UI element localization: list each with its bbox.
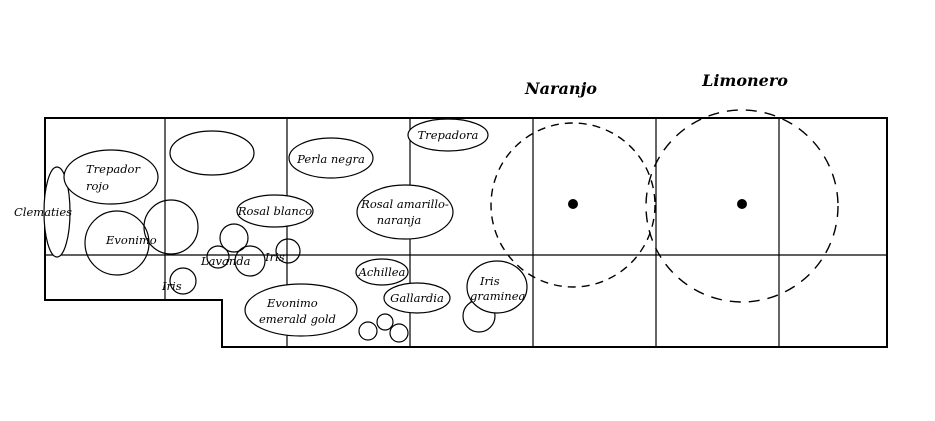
iris-graminea-label-line2: graminea xyxy=(470,289,526,303)
achillea-label: Achillea xyxy=(358,265,406,279)
labels: Naranjo Limonero Clematies Trepador rojo… xyxy=(14,71,788,326)
iris-center-circle xyxy=(275,238,301,264)
rosal-amarillo-naranja-label-line1: Rosal amarillo- xyxy=(360,197,449,211)
iris-west-label: Iris xyxy=(161,279,182,293)
small-circle-3 xyxy=(389,323,409,343)
trepador-rojo-ellipse xyxy=(63,149,159,205)
limonero-canopy-circle xyxy=(645,109,839,303)
plant-shapes xyxy=(43,118,528,343)
naranjo-label: Naranjo xyxy=(524,79,597,98)
iris-west-circle xyxy=(169,267,197,295)
limonero-trunk-dot xyxy=(737,199,747,209)
rosal-amarillo-naranja-label-line2: naranja xyxy=(377,213,422,227)
rosal-amarillo-naranja-ellipse xyxy=(356,184,454,240)
trees xyxy=(490,109,839,303)
small-circle-1 xyxy=(358,321,378,341)
lavanda-circle-3 xyxy=(234,245,266,277)
clematies-label: Clematies xyxy=(14,205,72,219)
perla-negra-ellipse xyxy=(288,137,374,179)
iris-graminea-label-line1: Iris xyxy=(479,274,500,288)
iris-center-label: Iris xyxy=(264,250,285,264)
gallardia-label: Gallardia xyxy=(390,291,444,305)
perla-negra-label: Perla negra xyxy=(296,152,365,166)
naranjo-canopy-circle xyxy=(490,122,656,288)
evonimo-emerald-gold-label-line2: emerald gold xyxy=(259,312,336,326)
unlabeled-shrub-ellipse xyxy=(169,130,255,176)
trepadora-ellipse xyxy=(407,118,489,152)
trepador-rojo-label-line1: Trepador xyxy=(86,162,141,176)
small-circle-2 xyxy=(376,313,394,331)
lavanda-circle-1 xyxy=(219,223,249,253)
naranjo-trunk-dot xyxy=(568,199,578,209)
limonero-label: Limonero xyxy=(701,71,788,90)
iris-graminea-ellipse xyxy=(466,260,528,314)
trepador-rojo-label-line2: rojo xyxy=(86,179,109,193)
evonimo-emerald-gold-blob xyxy=(244,283,358,337)
clematies-ellipse xyxy=(43,166,71,258)
evonimo-circle-b xyxy=(143,199,199,255)
rosal-blanco-label: Rosal blanco xyxy=(237,204,312,218)
achillea-ellipse xyxy=(355,258,409,286)
lavanda-label: Lavanda xyxy=(200,254,251,268)
rosal-blanco-ellipse xyxy=(236,194,314,228)
garden-bed xyxy=(44,117,888,348)
evonimo-emerald-gold-label-line1: Evonimo xyxy=(266,296,318,310)
garden-bed-outline xyxy=(44,117,888,348)
lavanda-circle-2 xyxy=(206,245,230,269)
trepadora-label: Trepadora xyxy=(418,128,479,142)
evonimo-label: Evonimo xyxy=(105,233,157,247)
gallardia-ellipse xyxy=(383,282,451,314)
